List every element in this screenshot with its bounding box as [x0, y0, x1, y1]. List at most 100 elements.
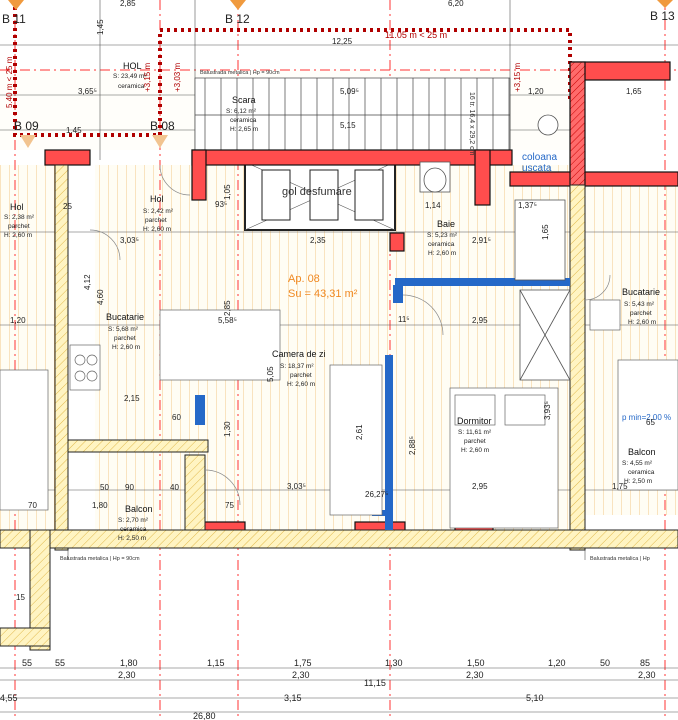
room-height: H: 2,50 m [624, 478, 652, 485]
room-height: H: 2,60 m [428, 250, 456, 257]
axis-label: B 12 [225, 12, 250, 26]
dimension-label: 2,30 [638, 670, 656, 680]
room-floor: parchet [464, 438, 486, 445]
room-height: H: 2,50 m [118, 535, 146, 542]
dimension-label: 60 [172, 413, 181, 422]
room-name: Camera de zi [272, 349, 326, 359]
dimension-label: 26,80 [193, 711, 216, 720]
door-swings [89, 164, 611, 506]
room-name: Balcon [125, 504, 153, 514]
dimension-label: 1,15 [207, 658, 225, 668]
room-area: S: 6,12 m² [226, 108, 257, 115]
column-label: coloana [522, 152, 557, 163]
dimension-label: 11,15 [364, 678, 386, 688]
room-label-balcony-right: Balcon S: 4,55 m² ceramica H: 2,50 m [622, 447, 656, 485]
bathroom-fixtures [419, 114, 571, 381]
stairs-note: 16 tr. 16,4 x 29,2 cm [468, 92, 475, 156]
room-floor: ceramica [628, 469, 655, 476]
dimension-label: 1,14 [425, 201, 441, 210]
elevation-mark: +3,15 m [513, 63, 522, 92]
dimension-label: 26,27⁵ [365, 490, 388, 499]
room-floor: ceramica [230, 117, 257, 124]
room-floor: parchet [290, 372, 312, 379]
room-height: H: 2,60 m [112, 344, 140, 351]
slope-note: p min=2,00 % [622, 413, 671, 422]
dimension-label: 2,88⁵ [408, 436, 417, 455]
dimension-label: 2,85 [120, 0, 136, 8]
dimension-label: 2,61 [355, 424, 364, 440]
dimension-label: 3,65⁵ [78, 87, 97, 96]
dimension-label: 2,85 [223, 300, 232, 316]
elevation-mark: +3,15 m [143, 63, 152, 92]
room-name: Dormitor [457, 416, 492, 426]
room-area: S: 11,61 m² [458, 429, 492, 436]
room-label-bedroom: Dormitor S: 11,61 m² parchet H: 2,60 m [457, 416, 492, 454]
dimension-label: 75 [225, 501, 234, 510]
room-height: H: 2,60 m [4, 232, 32, 239]
axis-marker-b09: B 09 [14, 119, 39, 148]
dimension-label: 2,30 [118, 670, 136, 680]
axis-markers: B 11 B 12 B 13 B 09 B 08 [2, 0, 675, 148]
dimension-label: 50 [100, 483, 109, 492]
dimension-label: 93⁵ [215, 200, 227, 209]
dimension-label: 1,75 [612, 482, 628, 491]
room-area: S: 2,38 m² [4, 214, 35, 221]
room-area: S: 4,55 m² [622, 460, 653, 467]
room-height: H: 2,60 m [143, 226, 171, 233]
dimension-label: 90 [125, 483, 134, 492]
dimension-label: 5,05 [266, 366, 275, 382]
dimension-label: 65 [646, 418, 655, 427]
dimension-label: 1,45 [96, 19, 105, 35]
dimension-label: 1,50 [467, 658, 485, 668]
dimension-label: 11⁵ [398, 315, 410, 324]
dimension-label: 55 [22, 658, 32, 668]
dimensions-bottom: 55 55 1,80 1,15 1,75 1,30 1,50 1,20 50 8… [0, 658, 656, 720]
room-label-kitchen-right: Bucatarie S: 5,43 m² parchet H: 2,60 m [622, 287, 660, 326]
room-labels: HOL S: 23,49 m² ceramica Scara S: 6,12 m… [4, 61, 660, 542]
dimension-label: 5,58⁵ [218, 316, 237, 325]
room-name: Hol [150, 194, 164, 204]
room-label-stairs: Scara S: 6,12 m² ceramica H: 2,65 m [226, 95, 258, 133]
room-height: H: 2,65 m [230, 126, 258, 133]
railing-note: Balustrada metalica | Hp = 90cm [200, 70, 280, 76]
dimension-label: 5,10 [526, 693, 544, 703]
dimension-label: 1,30 [223, 421, 232, 437]
dimension-label: 25 [63, 202, 72, 211]
room-area: S: 5,68 m² [108, 326, 139, 333]
staircase [194, 77, 511, 151]
room-area: S: 18,37 m² [280, 363, 314, 370]
limit-note: 11.05 m < 25 m [385, 30, 447, 40]
dimension-label: 12,25 [332, 37, 353, 46]
dimension-label: 40 [170, 483, 179, 492]
axis-label: B 11 [2, 12, 26, 26]
dimension-label: 1,20 [548, 658, 566, 668]
room-floor: ceramica [120, 526, 147, 533]
room-floor: parchet [145, 217, 167, 224]
room-name: Balcon [628, 447, 656, 457]
room-floor: ceramica [428, 241, 455, 248]
furniture [0, 299, 678, 529]
room-area: S: 2,42 m² [143, 208, 174, 215]
room-label-kitchen: Bucatarie S: 5,68 m² parchet H: 2,60 m [106, 312, 144, 351]
dimension-label: 2,91⁵ [472, 236, 491, 245]
dimension-label: 1,45 [66, 126, 82, 135]
axis-label: B 08 [150, 119, 175, 133]
dimension-label: 2,35 [310, 236, 326, 245]
dimension-label: 4,55 [0, 693, 18, 703]
dimension-label: 15 [16, 593, 25, 602]
dimension-label: 1,65 [626, 87, 642, 96]
axis-marker-b08: B 08 [150, 119, 175, 148]
limit-boundary [13, 0, 572, 137]
dimension-label: 2,95 [472, 316, 488, 325]
dimension-label: 1,20 [10, 316, 26, 325]
room-floor: parchet [8, 223, 30, 230]
room-floor: parchet [630, 310, 652, 317]
room-area: S: 23,49 m² [113, 73, 147, 80]
dimensions-interior: 2,35 2,91⁵ 1,14 3,03⁵ 1,20 2,95 2,95 3,0… [10, 184, 655, 602]
dimension-label: 2,95 [472, 482, 488, 491]
dimensions-top: 2,85 6,20 12,25 1,45 3,65⁵ 5,09⁵ 1,20 1,… [66, 0, 642, 135]
axis-marker-b11: B 11 [2, 0, 26, 26]
room-height: H: 2,60 m [461, 447, 489, 454]
axis-label: B 09 [14, 119, 39, 133]
